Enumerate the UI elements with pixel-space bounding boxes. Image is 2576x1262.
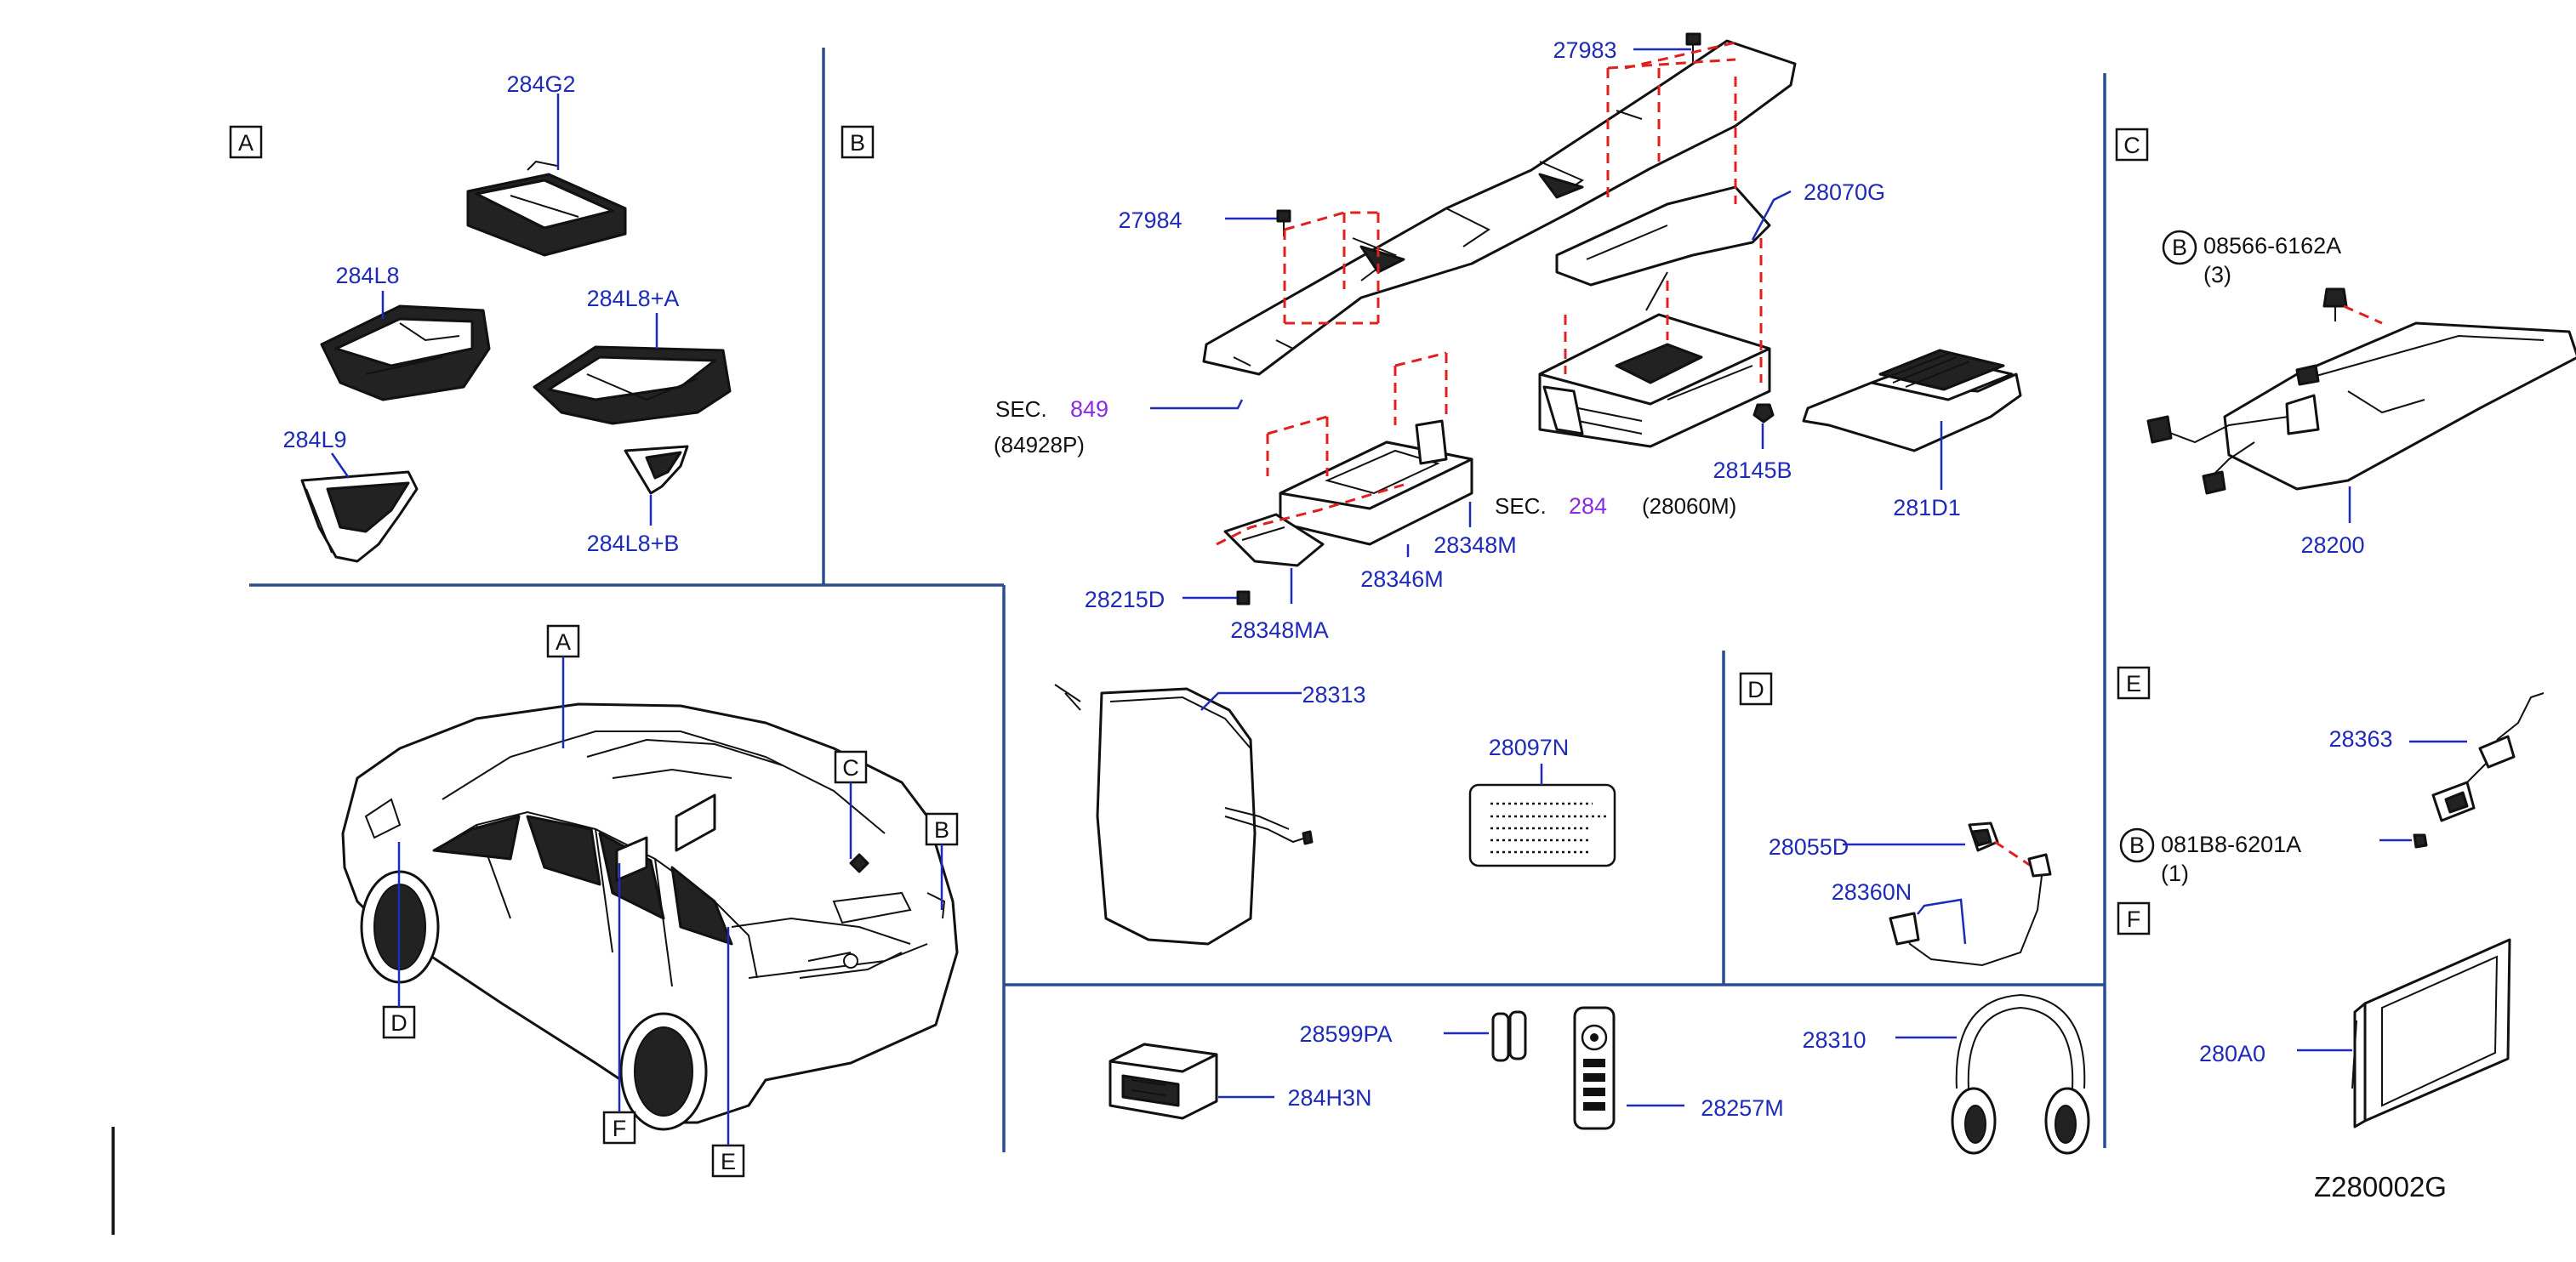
vehicle-illustration (341, 702, 959, 1131)
assembly-dash-lines (1216, 41, 1763, 546)
part-28200-module[interactable]: 28200 (2146, 321, 2576, 558)
label-284L8-plus-A: 284L8+A (587, 286, 680, 311)
part-280A0-display[interactable]: 280A0 (2199, 938, 2511, 1128)
part-284L8-plus-B[interactable]: 284L8+B (587, 445, 689, 556)
fastener-marker-b2: B (2129, 833, 2145, 858)
part-28257M-remote[interactable]: 28257M (1573, 1006, 1784, 1130)
label-27984: 27984 (1118, 207, 1182, 233)
label-280A0: 280A0 (2199, 1041, 2265, 1066)
part-28346M[interactable]: 28346M (1360, 544, 1444, 592)
car-marker-f[interactable]: F (602, 863, 636, 1145)
part-27983-bolt[interactable]: 27983 (1553, 32, 1701, 65)
car-marker-a-label: A (556, 629, 571, 655)
part-28310-headphones[interactable]: 28310 (1802, 993, 2090, 1155)
label-284L9: 284L9 (282, 427, 346, 452)
part-28360N-harness[interactable]: 28360N (1832, 853, 2052, 967)
part-284H3N-switch[interactable]: 284H3N (1108, 1043, 1372, 1120)
fastener-qty-1: (3) (2203, 262, 2231, 287)
car-marker-b-label: B (934, 817, 949, 843)
part-284L8-plus-A[interactable]: 284L8+A (533, 286, 732, 425)
part-28313-bag[interactable]: 28313 (1054, 682, 1366, 946)
label-28360N: 28360N (1832, 879, 1912, 905)
part-28097N-label[interactable]: 28097N (1468, 735, 1616, 867)
car-marker-b[interactable]: B (925, 812, 959, 910)
label-284G2: 284G2 (506, 71, 575, 97)
section-dividers (111, 48, 2106, 1235)
label-284H3N: 284H3N (1287, 1085, 1371, 1111)
part-28363-sensor[interactable]: 28363 (2328, 692, 2545, 822)
section-label-f: F (2127, 907, 2141, 932)
fastener-part-08566: 08566-6162A (2203, 233, 2341, 259)
section-box-f: F (2117, 901, 2151, 935)
part-28348MA-bracket[interactable]: 28348MA (1223, 513, 1329, 643)
label-28348M: 28348M (1433, 532, 1517, 558)
fastener-08566-6162A[interactable]: B 08566-6162A (3) (2162, 230, 2383, 325)
part-284G2[interactable]: 284G2 (466, 71, 627, 257)
ref-sec-284[interactable]: SEC. 284 (28060M) (1495, 493, 1736, 519)
section-label-c: C (2123, 133, 2140, 158)
label-281D1: 281D1 (1893, 495, 1961, 520)
part-284L8[interactable]: 284L8 (320, 263, 491, 401)
section-box-b: B (841, 125, 875, 159)
part-281D1-unit[interactable]: 281D1 (1802, 349, 2022, 520)
car-marker-e[interactable]: E (711, 927, 745, 1178)
part-284L9[interactable]: 284L9 (282, 427, 419, 563)
ref-sec-849[interactable]: SEC. 849 (84928P) (994, 396, 1244, 458)
label-28257M: 28257M (1701, 1095, 1784, 1121)
fastener-081B8-6201A[interactable]: B 081B8-6201A (1) (2119, 827, 2428, 886)
fastener-qty-2: (1) (2161, 861, 2189, 886)
car-marker-c-label: C (842, 755, 859, 781)
label-284L8-plus-B: 284L8+B (587, 531, 680, 556)
fastener-part-081B8: 081B8-6201A (2161, 832, 2301, 857)
part-27984-bolt[interactable]: 27984 (1118, 207, 1291, 236)
car-marker-d-label: D (390, 1010, 407, 1036)
car-marker-e-label: E (721, 1149, 736, 1174)
section-box-d: D (1739, 672, 1773, 706)
label-28599PA: 28599PA (1299, 1021, 1392, 1047)
section-box-e: E (2117, 666, 2151, 700)
label-28346M: 28346M (1360, 566, 1444, 592)
part-28070G-bracket[interactable]: 28070G (1555, 179, 1885, 311)
fastener-marker-b1: B (2172, 235, 2187, 260)
label-28215D: 28215D (1085, 587, 1165, 612)
sec-849-number[interactable]: 849 (1070, 396, 1108, 422)
sec-284-label: SEC. (1495, 493, 1547, 519)
label-284L8: 284L8 (335, 263, 399, 288)
label-28070G: 28070G (1804, 179, 1885, 205)
section-label-e: E (2126, 671, 2141, 696)
part-28215D-screw[interactable]: 28215D (1085, 587, 1251, 612)
car-marker-a[interactable]: A (546, 624, 580, 748)
label-28097N: 28097N (1489, 735, 1570, 760)
sec-284-part: (28060M) (1642, 493, 1736, 519)
car-marker-d[interactable]: D (382, 842, 416, 1039)
diagram-code: Z280002G (2314, 1171, 2447, 1202)
label-28348MA: 28348MA (1230, 617, 1329, 643)
label-28055D: 28055D (1769, 834, 1849, 860)
label-28313: 28313 (1302, 682, 1365, 708)
part-28145B-nut[interactable]: 28145B (1713, 403, 1792, 483)
label-28145B: 28145B (1713, 458, 1792, 483)
part-28348M-module[interactable]: 28348M (1279, 419, 1517, 558)
section-box-a: A (229, 125, 263, 159)
sec-284-number[interactable]: 284 (1569, 493, 1607, 519)
part-bracket-upper[interactable] (1202, 39, 1797, 376)
label-28310: 28310 (1802, 1027, 1866, 1053)
car-marker-f-label: F (613, 1116, 627, 1141)
sec-849-label: SEC. (995, 396, 1047, 422)
section-label-a: A (238, 130, 254, 156)
part-28055D-clip[interactable]: 28055D (1769, 821, 2034, 869)
car-marker-c[interactable]: C (834, 750, 868, 859)
part-sec284-unit[interactable] (1538, 313, 1771, 448)
sec-849-part: (84928P) (994, 432, 1085, 458)
label-28363: 28363 (2328, 726, 2392, 752)
part-28599PA-battery[interactable]: 28599PA (1299, 1010, 1527, 1062)
section-label-b: B (850, 130, 865, 156)
label-28200: 28200 (2300, 532, 2364, 558)
section-box-c: C (2115, 128, 2149, 162)
label-27983: 27983 (1553, 37, 1616, 63)
section-label-d: D (1747, 677, 1764, 702)
